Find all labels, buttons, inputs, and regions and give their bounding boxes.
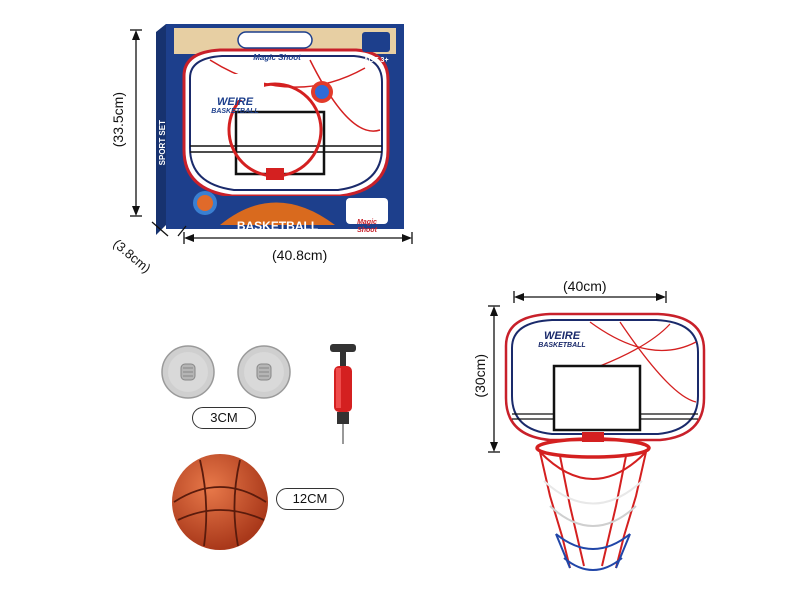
backboard-width-label: (40cm) [563,278,607,294]
box-width-label: (40.8cm) [272,247,328,263]
box-age-badge: AGE 3+ [363,57,389,64]
backboard-logo-text-2: BASKETBALL [538,342,586,349]
box-height-label: (33.5cm) [110,92,126,148]
backboard-logo-text-1: WEIRE [543,330,581,342]
suction-mount-icon [161,345,215,399]
box-brand-label: Magic Shoot [253,53,301,62]
box-corner-badge-2: Shoot [357,227,377,234]
mount-size-label: 3CM [192,407,256,429]
wall-mount-right [236,344,292,400]
wall-mount-left [160,344,216,400]
air-pump [318,342,368,450]
box-bottom-title: BASKETBALL [236,219,319,233]
box-corner-badge-1: Magic [357,219,377,226]
backboard-illustration [504,312,706,571]
box-logo-text-1: WEIRE [216,96,254,108]
basketball [170,452,270,552]
ball-size-label: 12CM [276,488,344,510]
box-logo-text-2: BASKETBALL [211,108,259,115]
backboard-height-label: (30cm) [472,354,488,398]
pump-icon [330,344,356,444]
backboard-hoop: WEIRE BASKETBALL [500,306,710,586]
box-illustration [156,24,404,235]
suction-mount-icon [237,345,291,399]
basketball-icon [172,454,268,550]
product-box: Magic Shoot AGE 3+ WEIRE BASKETBALL SPOR… [150,20,410,235]
